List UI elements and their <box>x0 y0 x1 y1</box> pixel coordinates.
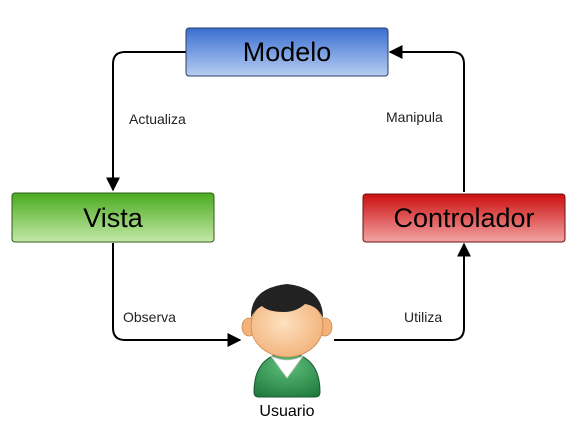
edge-label-manipula: Manipula <box>386 109 443 125</box>
user-collar <box>270 355 304 379</box>
node-modelo-label: Modelo <box>243 37 332 67</box>
edge-label-utiliza: Utiliza <box>404 309 442 325</box>
edge-observa-arrow <box>112 243 242 347</box>
node-modelo: Modelo <box>185 27 389 77</box>
edge-manipula-arrow <box>388 45 465 192</box>
node-controlador-label: Controlador <box>393 203 534 233</box>
edge-label-observa: Observa <box>123 309 176 325</box>
user-hair <box>250 284 323 318</box>
edge-label-actualiza: Actualiza <box>129 111 186 127</box>
user-icon <box>241 284 333 398</box>
node-vista: Vista <box>11 192 215 243</box>
user-label: Usuario <box>259 403 314 420</box>
edge-actualiza-arrow <box>106 51 186 192</box>
node-vista-label: Vista <box>83 203 144 233</box>
node-controlador: Controlador <box>362 193 566 243</box>
edge-utiliza-arrow <box>334 242 471 341</box>
